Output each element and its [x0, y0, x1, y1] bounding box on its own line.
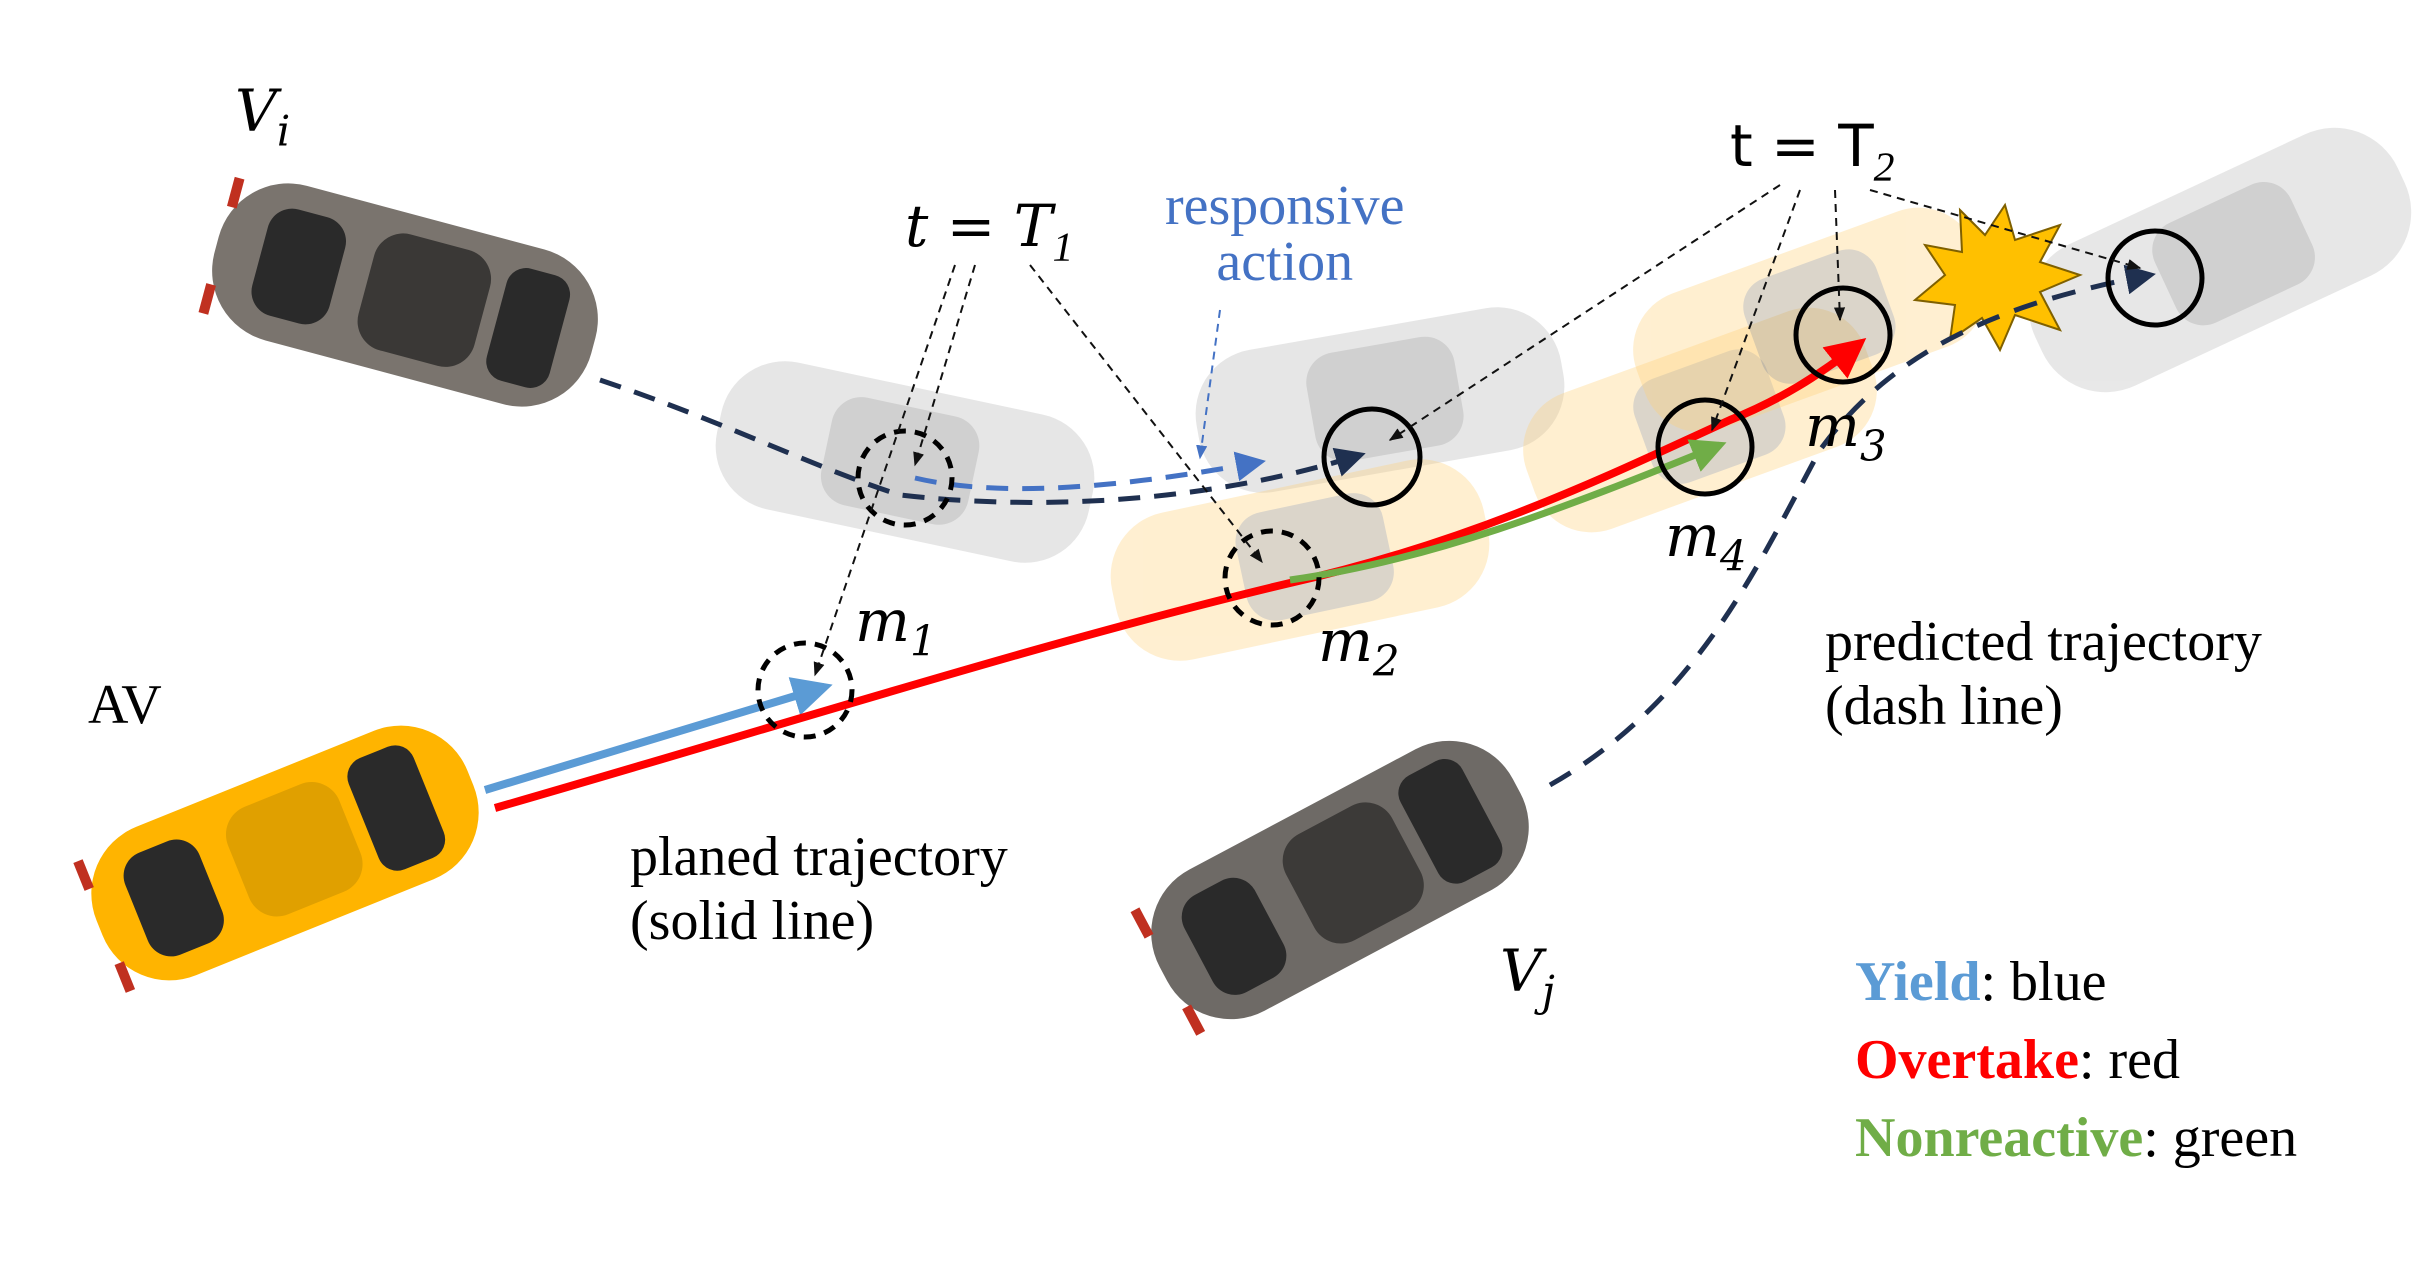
label-vj: Vj [1500, 937, 1555, 1016]
label-t2: t = T2 [1730, 112, 1895, 191]
vi-predicted-trajectory [599, 377, 1366, 505]
car-av [73, 725, 479, 993]
yield-trajectory [483, 677, 833, 794]
ghost-car-vj-t2 [2028, 127, 2412, 393]
label-planned-trajectory: planed trajectory (solid line) [630, 826, 1008, 953]
legend-nonreactive: Nonreactive: green [1855, 1107, 2298, 1169]
marker-vi-t1 [855, 428, 955, 528]
responsive-pointer [1196, 309, 1221, 460]
vj-predicted-trajectory [1548, 264, 2156, 788]
legend-overtake: Overtake: red [1855, 1029, 2180, 1091]
marker-m3 [1793, 285, 1893, 385]
t2-pointer-m3 [1833, 189, 1846, 322]
label-m4: m4 [1665, 502, 1747, 581]
car-vj [1130, 740, 1529, 1036]
marker-m4 [1655, 397, 1755, 497]
label-m3: m3 [1805, 392, 1887, 471]
ghost-car-vi-t2 [1195, 307, 1565, 493]
t1-pointer-m2 [1029, 264, 1263, 564]
label-m2: m2 [1318, 607, 1400, 686]
label-vi: Vi [235, 77, 291, 156]
label-responsive-action: responsive action [1165, 175, 1405, 293]
t2-pointer-vi [1388, 184, 1781, 441]
label-m1: m1 [855, 587, 937, 666]
ghost-car-vi-t1 [715, 361, 1095, 563]
car-vi [198, 176, 598, 407]
marker-m2 [1222, 528, 1322, 628]
t1-pointer-vi [913, 264, 976, 467]
marker-m1 [755, 640, 855, 740]
t2-pointer-vj [1869, 189, 2142, 270]
label-t1: t = T1 [905, 192, 1074, 271]
t2-pointer-m4 [1711, 189, 1801, 432]
marker-vi-t2 [1321, 406, 1423, 508]
marker-vj-t2 [2105, 228, 2205, 328]
legend-yield: Yield: blue [1855, 951, 2107, 1013]
collision-burst-icon [1912, 202, 2083, 353]
t1-pointer-m1 [813, 264, 956, 677]
label-av: AV [88, 674, 162, 736]
nonreactive-trajectory [1289, 439, 1727, 584]
label-predicted-trajectory: predicted trajectory (dash line) [1825, 611, 2262, 738]
